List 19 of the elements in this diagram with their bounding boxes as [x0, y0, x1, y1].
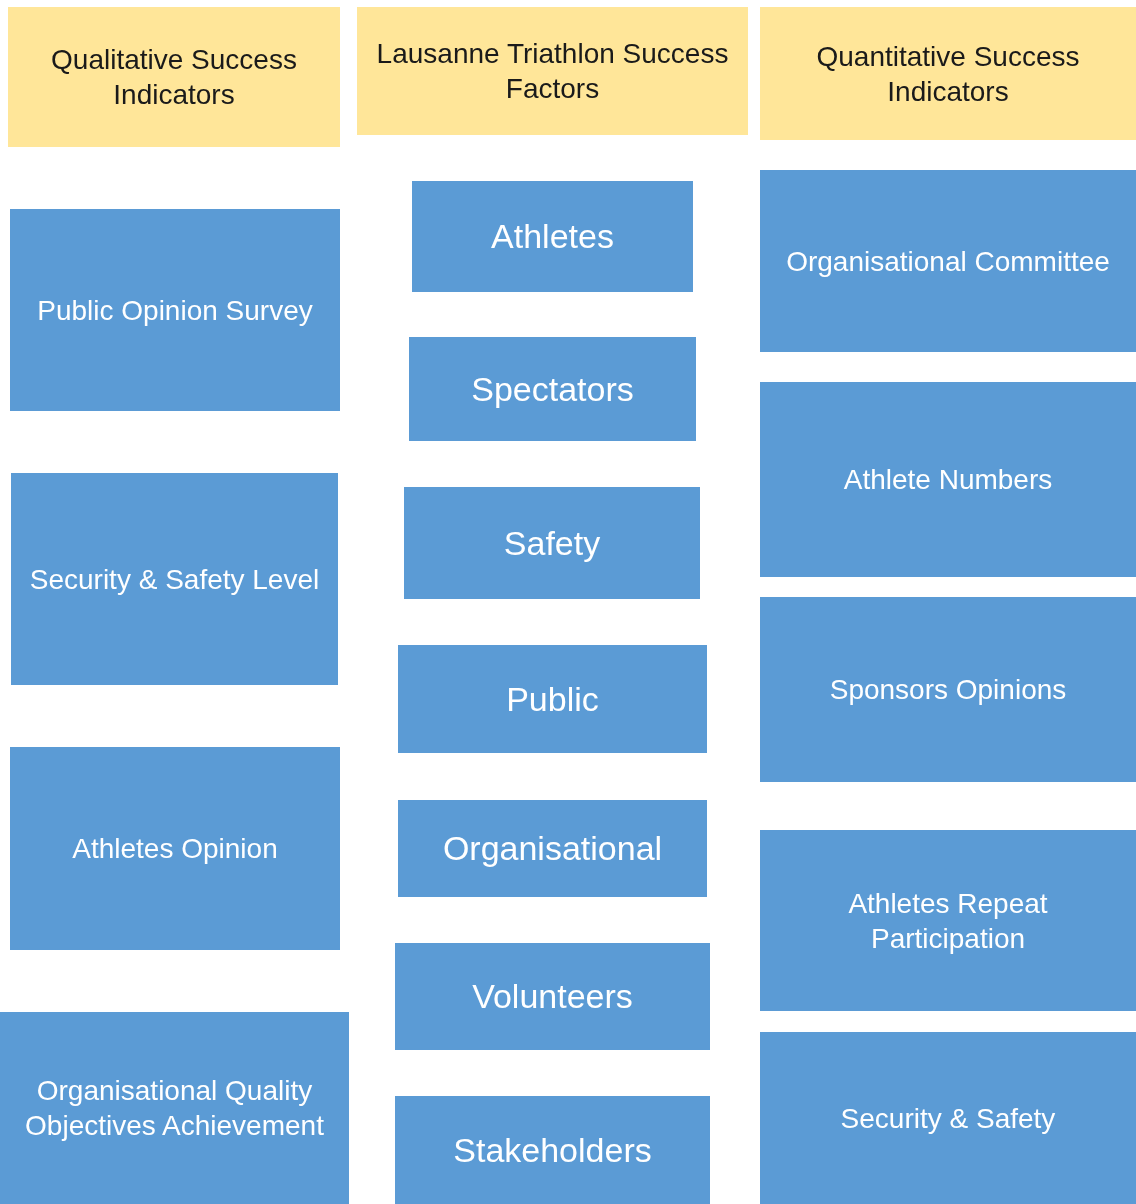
indicator-box: Athletes Repeat Participation [760, 830, 1136, 1011]
column-header: Quantitative Success Indicators [760, 7, 1136, 140]
indicator-box: Security & Safety Level [11, 473, 338, 685]
indicator-box: Public Opinion Survey [10, 209, 340, 411]
indicator-box: Organisational Quality Objectives Achievement [0, 1012, 349, 1204]
indicator-box: Public [398, 645, 707, 753]
indicator-box: Stakeholders [395, 1096, 710, 1204]
column-header: Lausanne Triathlon Success Factors [357, 7, 748, 135]
indicator-box: Volunteers [395, 943, 710, 1050]
indicator-box: Athletes [412, 181, 693, 292]
indicator-box: Athletes Opinion [10, 747, 340, 950]
indicator-box: Organisational Committee [760, 170, 1136, 352]
column-header: Qualitative Success Indicators [8, 7, 340, 147]
indicator-box: Athlete Numbers [760, 382, 1136, 577]
indicator-box: Organisational [398, 800, 707, 897]
indicator-box: Sponsors Opinions [760, 597, 1136, 782]
indicator-box: Security & Safety [760, 1032, 1136, 1204]
indicator-box: Safety [404, 487, 700, 599]
indicator-box: Spectators [409, 337, 696, 441]
